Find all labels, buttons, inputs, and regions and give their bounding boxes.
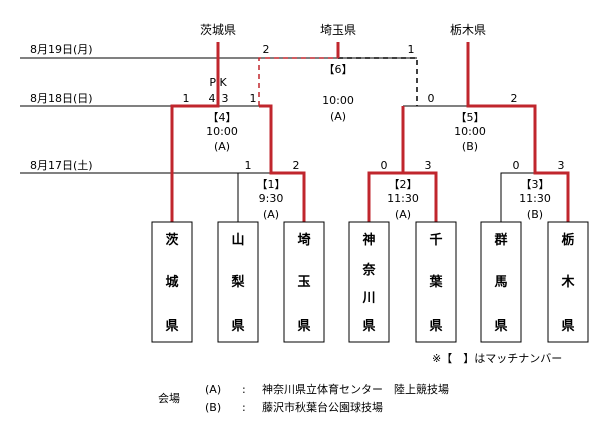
winner-path-kanagawa xyxy=(367,106,405,222)
final-score-left: 2 xyxy=(263,43,270,56)
team-char: 茨 xyxy=(165,232,179,248)
match1-score-right: 2 xyxy=(293,159,300,172)
top-label-saitama: 埼玉県 xyxy=(320,23,356,37)
team-box-yamanashi: 山 梨 県 xyxy=(217,221,259,343)
venue-a-name: 神奈川県立体育センター 陸上競技場 xyxy=(262,382,449,396)
match3-label-bg xyxy=(520,177,550,191)
team-char: 奈 xyxy=(361,262,376,278)
team-char: 玉 xyxy=(297,275,310,290)
match4-score-right: 1 xyxy=(250,92,257,105)
final-left-path xyxy=(258,57,338,106)
team-char: 県 xyxy=(429,319,442,334)
date-label-aug19: 8月19日(月) xyxy=(30,43,93,56)
team-box-saitama: 埼 玉 県 xyxy=(283,221,325,343)
match1-time: 9:30 xyxy=(259,192,284,205)
match4-venue: (A) xyxy=(214,140,230,153)
match5-label-bg xyxy=(455,110,485,124)
match4-number: 【4】 xyxy=(208,111,237,124)
team-box-chiba: 千 葉 県 xyxy=(415,221,457,343)
match4-pk-label: P K xyxy=(209,76,227,89)
team-char: 梨 xyxy=(230,274,245,290)
team-char: 千 xyxy=(429,232,442,248)
team-char: 県 xyxy=(165,319,178,334)
match4-time: 10:00 xyxy=(206,125,238,138)
match2-score-left: 0 xyxy=(381,159,388,172)
team-char: 山 xyxy=(231,232,244,248)
team-char: 木 xyxy=(560,274,575,290)
team-char: 県 xyxy=(297,319,310,334)
match5-score-right: 2 xyxy=(511,92,518,105)
venue-b-name: 藤沢市秋葉台公園球技場 xyxy=(262,400,383,414)
match5-score-left: 0 xyxy=(428,92,435,105)
final-label-bg xyxy=(323,62,353,76)
team-char: 県 xyxy=(231,319,244,334)
match3-score-right: 3 xyxy=(558,159,565,172)
match2-venue: (A) xyxy=(395,208,411,221)
winner-path-chiba-r1 xyxy=(403,171,438,222)
final-time: 10:00 xyxy=(322,94,354,107)
match1-venue: (A) xyxy=(263,208,279,221)
match4-score-left: 1 xyxy=(183,92,190,105)
team-char: 県 xyxy=(494,319,507,334)
top-label-ibaraki: 茨城県 xyxy=(200,23,236,37)
team-box-ibaraki: 茨 城 県 xyxy=(151,221,193,343)
match4-pk-left: 4 xyxy=(209,92,216,105)
team-char: 県 xyxy=(362,319,375,334)
venue-b-code: (B) xyxy=(205,401,221,414)
match-number-note: ※【 】はマッチナンバー xyxy=(432,352,562,365)
match1-label-bg xyxy=(256,177,286,191)
venue-label: 会場 xyxy=(158,392,180,405)
match4-pk-right: 3 xyxy=(222,92,229,105)
winner-path-ibaraki xyxy=(170,42,220,222)
final-match-number: 【6】 xyxy=(324,63,353,76)
match3-time: 11:30 xyxy=(519,192,551,205)
match2-time: 11:30 xyxy=(387,192,419,205)
venue-a-code: (A) xyxy=(205,383,221,396)
match1-score-left: 1 xyxy=(245,159,252,172)
team-char: 神 xyxy=(362,232,375,248)
winner-path-saitama-r1 xyxy=(259,104,306,222)
team-char: 県 xyxy=(561,319,574,334)
final-score-right: 1 xyxy=(408,43,415,56)
match2-score-right: 3 xyxy=(425,159,432,172)
venue-a-sep: : xyxy=(242,383,246,396)
team-char: 城 xyxy=(165,274,178,290)
match3-number: 【3】 xyxy=(521,178,550,191)
team-char: 葉 xyxy=(428,274,443,290)
team-box-kanagawa: 神 奈 川 県 xyxy=(348,221,390,343)
date-label-aug18: 8月18日(日) xyxy=(30,92,93,105)
team-char: 栃 xyxy=(561,232,574,248)
match5-venue: (B) xyxy=(462,140,478,153)
team-char: 川 xyxy=(361,291,375,306)
top-label-tochigi: 栃木県 xyxy=(450,23,486,37)
match2-number: 【2】 xyxy=(389,178,418,191)
venue-b-sep: : xyxy=(242,401,246,414)
match5-number: 【5】 xyxy=(456,111,485,124)
match3-score-left: 0 xyxy=(513,159,520,172)
date-label-aug17: 8月17日(土) xyxy=(30,159,93,172)
team-box-tochigi: 栃 木 県 xyxy=(547,221,589,343)
match2-label-bg xyxy=(388,177,418,191)
team-char: 埼 xyxy=(297,232,310,248)
team-char: 群 xyxy=(494,232,507,248)
winner-path-tochigi xyxy=(466,42,570,222)
final-right-path xyxy=(338,57,418,106)
match1-number: 【1】 xyxy=(257,178,286,191)
final-venue: (A) xyxy=(330,110,346,123)
team-char: 馬 xyxy=(494,275,507,290)
team-box-gunma: 群 馬 県 xyxy=(480,221,522,343)
match3-venue: (B) xyxy=(527,208,543,221)
match5-time: 10:00 xyxy=(454,125,486,138)
match4-label-bg xyxy=(207,110,237,124)
